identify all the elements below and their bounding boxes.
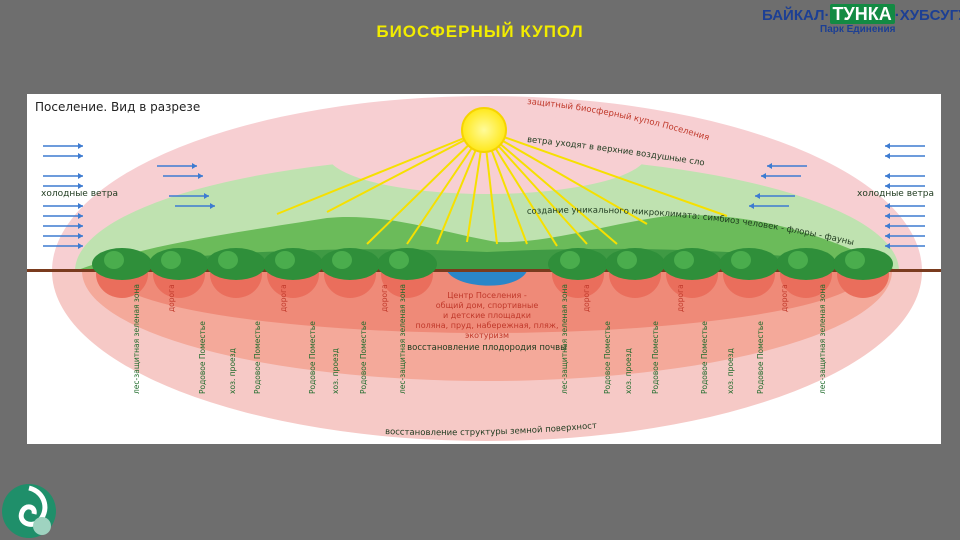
wind-arrow-icon	[885, 143, 925, 149]
sun-ray	[483, 129, 618, 245]
tree-crown	[560, 251, 580, 269]
strip-label: дорога	[582, 284, 591, 312]
wind-arrow-icon	[761, 173, 801, 179]
wind-arrow-icon	[749, 203, 789, 209]
wind-arrows	[43, 143, 925, 249]
strip-label: Родовое Поместье	[198, 321, 207, 394]
ground-line	[27, 269, 941, 272]
tree-crown	[218, 251, 238, 269]
wind-arrow-icon	[43, 223, 83, 229]
biosphere-dome-diagram: защитный биосферный купол Поселения ветр…	[27, 94, 941, 441]
strip-label: лес-защитная зеленая зона	[398, 284, 407, 394]
tree-crown	[104, 251, 124, 269]
swirl-logo-icon	[2, 484, 56, 538]
strip-label: Родовое Поместье	[359, 321, 368, 394]
strip-label: Родовое Поместье	[700, 321, 709, 394]
tree-crown	[788, 251, 808, 269]
diagram-caption: Поселение. Вид в разрезе	[35, 100, 201, 114]
logo-left-text: БАЙКАЛ·	[762, 7, 830, 24]
strip-label: лес-защитная зеленая зона	[818, 284, 827, 394]
wind-arrow-icon	[755, 193, 795, 199]
logo-subtitle: Парк Единения	[820, 24, 896, 35]
wind-arrow-icon	[767, 163, 807, 169]
center-text-block: Центр Поселения - общий дом, спортивные …	[415, 291, 558, 340]
sun-ray	[366, 129, 485, 245]
tree-crown	[161, 251, 181, 269]
wind-arrow-icon	[169, 193, 209, 199]
strip-label: Родовое Поместье	[308, 321, 317, 394]
strip-label: лес-защитная зеленая зона	[560, 284, 569, 394]
diagram-panel: Поселение. Вид в разрезе	[27, 94, 941, 444]
logo-right-text: ·ХУБСУГУЛ	[894, 7, 960, 24]
tree-crown	[845, 251, 865, 269]
pond	[447, 271, 527, 286]
slide-title: БИОСФЕРНЫЙ КУПОЛ	[376, 22, 584, 41]
cold-winds-left-label: холодные ветра	[41, 189, 118, 199]
wind-arrow-icon	[43, 203, 83, 209]
wind-arrow-icon	[885, 173, 925, 179]
strip-label: лес-защитная зеленая зона	[132, 284, 141, 394]
strip-label: дорога	[380, 284, 389, 312]
center-text-line: Центр Поселения -	[447, 291, 527, 300]
tree-crown	[731, 251, 751, 269]
strip-label: дорога	[780, 284, 789, 312]
logo-middle-text: ТУНКА	[829, 4, 895, 24]
wind-arrow-icon	[885, 243, 925, 249]
wind-arrow-icon	[43, 243, 83, 249]
strip-label: хоз. проезд	[228, 348, 237, 394]
strip-label: дорога	[676, 284, 685, 312]
strip-label: дорога	[167, 284, 176, 312]
strip-label: Родовое Поместье	[756, 321, 765, 394]
sun-ray	[326, 129, 485, 213]
brand-logo: БАЙКАЛ·ТУНКА·ХУБСУГУЛ Парк Единения	[762, 4, 960, 38]
wind-arrow-icon	[885, 153, 925, 159]
wind-arrow-icon	[43, 173, 83, 179]
tree-crown	[617, 251, 637, 269]
strip-label: хоз. проезд	[624, 348, 633, 394]
center-text-line: и детские площадки	[443, 311, 531, 320]
strip-label: Родовое Поместье	[253, 321, 262, 394]
wind-arrow-icon	[885, 183, 925, 189]
sun-ray	[483, 129, 728, 217]
wind-arrow-icon	[43, 153, 83, 159]
strip-label: хоз. проезд	[331, 348, 340, 394]
wind-arrow-icon	[885, 213, 925, 219]
tree-crown	[332, 251, 352, 269]
strip-label: дорога	[279, 284, 288, 312]
wind-arrow-icon	[885, 233, 925, 239]
wind-arrow-icon	[43, 213, 83, 219]
wind-arrow-icon	[43, 183, 83, 189]
sun-icon	[461, 107, 507, 153]
center-text-line: поляна, пруд, набережная, пляж,	[415, 321, 558, 330]
wind-arrow-icon	[885, 223, 925, 229]
sun-ray	[483, 129, 588, 245]
center-text-line: общий дом, спортивные	[436, 301, 539, 310]
tree-crown	[275, 251, 295, 269]
wind-arrow-icon	[157, 163, 197, 169]
cold-winds-right-label: холодные ветра	[857, 189, 934, 199]
strip-label: Родовое Поместье	[603, 321, 612, 394]
sun-ray	[276, 129, 485, 215]
strip-label: хоз. проезд	[726, 348, 735, 394]
wind-arrow-icon	[163, 173, 203, 179]
center-text-line: экотуризм	[465, 331, 509, 340]
tree-clusters	[92, 248, 893, 280]
wind-arrow-icon	[43, 233, 83, 239]
wind-arrow-icon	[43, 143, 83, 149]
wind-arrow-icon	[885, 203, 925, 209]
wind-arrow-icon	[175, 203, 215, 209]
tree-crown	[674, 251, 694, 269]
sun-ray	[483, 129, 648, 225]
soil-restore-label: восстановление плодородия почвы	[407, 343, 567, 353]
strip-label: Родовое Поместье	[651, 321, 660, 394]
tree-crown	[389, 251, 409, 269]
